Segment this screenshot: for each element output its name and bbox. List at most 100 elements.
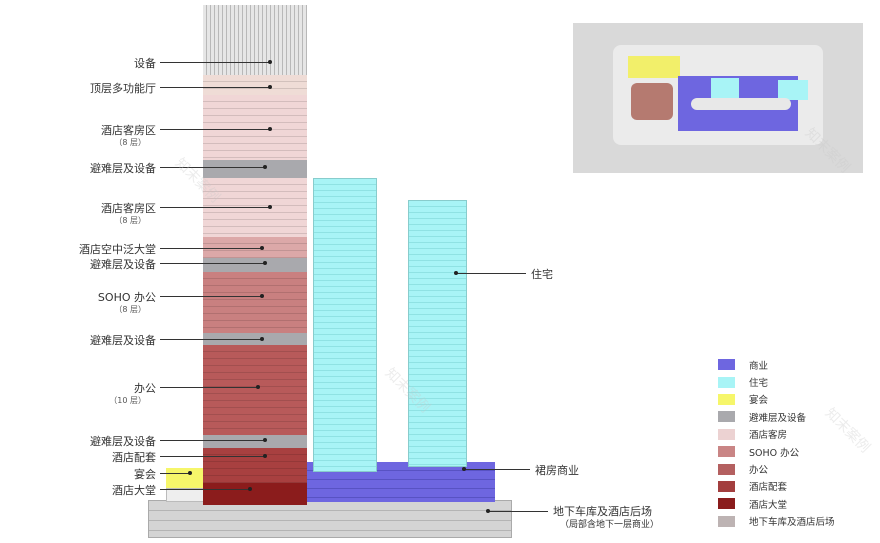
leader-dot bbox=[454, 271, 458, 275]
leader-dot bbox=[263, 438, 267, 442]
leader-line bbox=[160, 296, 262, 297]
legend-item: 办公 bbox=[718, 460, 835, 477]
tower-label: 宴会 bbox=[134, 468, 156, 481]
legend-swatch bbox=[718, 376, 735, 388]
legend-swatch bbox=[718, 480, 735, 492]
legend-item: 商业 bbox=[718, 356, 835, 373]
band-top-hall bbox=[203, 75, 307, 95]
leader-line bbox=[160, 207, 270, 208]
tower-label-sub: （8 层） bbox=[114, 216, 146, 225]
leader-line bbox=[160, 87, 270, 88]
legend-label: 酒店大堂 bbox=[749, 499, 788, 511]
band-refuge bbox=[203, 258, 307, 272]
tower-label: 避难层及设备 bbox=[90, 258, 156, 271]
legend-label: 避难层及设备 bbox=[749, 412, 807, 424]
legend-label: 酒店配套 bbox=[749, 482, 788, 494]
leader-line bbox=[160, 489, 250, 490]
leader-dot bbox=[260, 294, 264, 298]
leader-line bbox=[160, 263, 265, 264]
tower-label: 酒店客房区 bbox=[101, 202, 156, 215]
legend-item: 避难层及设备 bbox=[718, 408, 835, 425]
leader-dot bbox=[188, 471, 192, 475]
tower-label: 设备 bbox=[134, 57, 156, 70]
legend-label: SOHO 办公 bbox=[749, 447, 800, 459]
label-basement: 地下车库及酒店后场 bbox=[553, 505, 652, 518]
band-hotel-rooms-upper bbox=[203, 95, 307, 160]
leader-line bbox=[160, 248, 262, 249]
leader-line bbox=[160, 456, 265, 457]
leader-dot bbox=[486, 509, 490, 513]
legend-label: 地下车库及酒店后场 bbox=[749, 517, 835, 529]
leader-line bbox=[488, 511, 548, 512]
site-plan bbox=[573, 23, 863, 173]
site-plan-hotel bbox=[631, 83, 673, 120]
band-soho bbox=[203, 272, 307, 333]
banquet-block bbox=[166, 468, 204, 488]
label-residential: 住宅 bbox=[531, 268, 553, 281]
legend-item: 宴会 bbox=[718, 391, 835, 408]
leader-dot bbox=[268, 85, 272, 89]
leader-dot bbox=[268, 127, 272, 131]
band-hotel-lobby bbox=[203, 483, 307, 505]
tower-label: 避难层及设备 bbox=[90, 334, 156, 347]
legend-label: 住宅 bbox=[749, 378, 769, 390]
leader-line bbox=[160, 473, 190, 474]
legend-label: 商业 bbox=[749, 360, 769, 372]
tower-label: 避难层及设备 bbox=[90, 435, 156, 448]
leader-line bbox=[464, 469, 530, 470]
legend-swatch bbox=[718, 359, 735, 371]
site-plan-residential bbox=[711, 78, 739, 98]
legend-item: 酒店配套 bbox=[718, 478, 835, 495]
tower-label: 酒店大堂 bbox=[112, 484, 156, 497]
legend-swatch bbox=[718, 463, 735, 475]
legend-item: 酒店大堂 bbox=[718, 495, 835, 512]
tower-label-sub: （8 层） bbox=[114, 138, 146, 147]
tower-label: 避难层及设备 bbox=[90, 162, 156, 175]
legend-swatch bbox=[718, 498, 735, 510]
legend-item: SOHO 办公 bbox=[718, 443, 835, 460]
tower-crown-glass bbox=[203, 5, 307, 75]
legend-label: 宴会 bbox=[749, 395, 769, 407]
leader-dot bbox=[263, 261, 267, 265]
tower-label: SOHO 办公 bbox=[97, 291, 156, 304]
leader-line bbox=[160, 339, 262, 340]
leader-dot bbox=[263, 165, 267, 169]
tower-label: 酒店客房区 bbox=[101, 124, 156, 137]
band-refuge bbox=[203, 160, 307, 178]
leader-dot bbox=[268, 60, 272, 64]
tower-label-sub: （10 层） bbox=[109, 396, 146, 405]
leader-dot bbox=[248, 487, 252, 491]
tower-label: 酒店空中泛大堂 bbox=[79, 243, 156, 256]
site-plan-courtyard bbox=[691, 98, 791, 110]
legend-label: 办公 bbox=[749, 465, 769, 477]
legend-swatch bbox=[718, 428, 735, 440]
leader-dot bbox=[268, 205, 272, 209]
legend-swatch bbox=[718, 393, 735, 405]
legend-item: 住宅 bbox=[718, 373, 835, 390]
leader-line bbox=[160, 62, 270, 63]
legend-item: 酒店客房 bbox=[718, 426, 835, 443]
leader-line bbox=[456, 273, 526, 274]
band-sky-lobby bbox=[203, 237, 307, 258]
leader-line bbox=[160, 440, 265, 441]
legend: 商业住宅宴会避难层及设备酒店客房 SOHO 办公办公酒店配套酒店大堂地下车库及酒店… bbox=[718, 356, 835, 530]
banquet-base bbox=[166, 488, 206, 502]
leader-dot bbox=[263, 454, 267, 458]
legend-item: 地下车库及酒店后场 bbox=[718, 513, 835, 530]
basement-block bbox=[148, 500, 512, 538]
leader-line bbox=[160, 129, 270, 130]
tower-label: 酒店配套 bbox=[112, 451, 156, 464]
legend-swatch bbox=[718, 411, 735, 423]
leader-dot bbox=[260, 246, 264, 250]
leader-dot bbox=[260, 337, 264, 341]
label-basement-sub: （局部含地下一层商业） bbox=[560, 520, 660, 530]
tower-label-sub: （8 层） bbox=[114, 305, 146, 314]
band-hotel-support bbox=[203, 448, 307, 483]
residential-tower-2 bbox=[408, 200, 467, 467]
leader-dot bbox=[462, 467, 466, 471]
tower-label: 办公 bbox=[134, 382, 156, 395]
label-podium-retail: 裙房商业 bbox=[535, 464, 579, 477]
band-office bbox=[203, 345, 307, 435]
legend-swatch bbox=[718, 515, 735, 527]
site-plan-banquet bbox=[628, 56, 680, 78]
